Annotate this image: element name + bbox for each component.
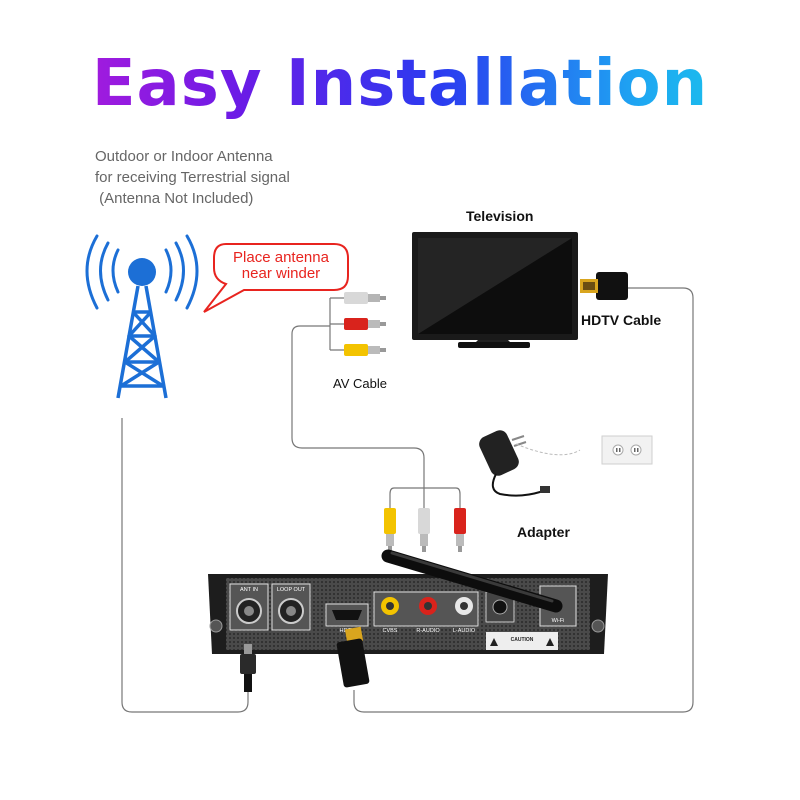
av-cable-label: AV Cable	[333, 376, 387, 391]
antenna-note: Outdoor or Indoor Antenna for receiving …	[95, 146, 375, 209]
bubble-line-1: Place antenna	[233, 249, 329, 266]
port-label-wifi: Wi-Fi	[552, 618, 565, 624]
antenna-wire	[121, 418, 249, 713]
antenna-note-line-2: for receiving Terrestrial signal	[95, 169, 290, 186]
speech-bubble-text: Place antenna near winder	[218, 250, 344, 282]
wall-outlet-icon	[601, 435, 653, 465]
wifi-antenna-icon	[381, 549, 563, 613]
hdtv-cable-label: HDTV Cable	[581, 312, 662, 328]
power-adapter-icon	[479, 430, 581, 497]
connection-wires	[121, 287, 694, 713]
rca-plugs-bottom	[384, 508, 466, 552]
television-icon	[412, 232, 578, 348]
bubble-line-2: near winder	[241, 265, 321, 282]
hdtv-wire	[353, 287, 694, 713]
port-label-l-audio: L-AUDIO	[453, 628, 476, 634]
antenna-note-line-3: (Antenna Not Included)	[95, 190, 254, 207]
antenna-note-line-1: Outdoor or Indoor Antenna	[95, 148, 273, 165]
antenna-tower-icon	[85, 234, 199, 399]
speech-bubble	[203, 243, 349, 313]
coax-plug-icon	[240, 644, 256, 692]
rca-plugs-top	[344, 292, 386, 356]
adapter-label: Adapter	[517, 524, 570, 540]
set-top-box	[208, 574, 608, 654]
television-label: Television	[466, 208, 534, 224]
port-label-ant-in: ANT IN	[240, 587, 258, 593]
av-wire	[291, 325, 425, 508]
hdmi-plug-bottom-icon	[336, 626, 370, 688]
port-label-r-audio: R-AUDIO	[416, 628, 440, 634]
caution-label: CAUTION	[511, 637, 534, 643]
page-title: Easy Installation	[0, 44, 800, 124]
port-label-cvbs: CVBS	[383, 628, 398, 634]
hdmi-plug-top-icon	[580, 272, 628, 300]
port-label-loop-out: LOOP OUT	[277, 587, 306, 593]
